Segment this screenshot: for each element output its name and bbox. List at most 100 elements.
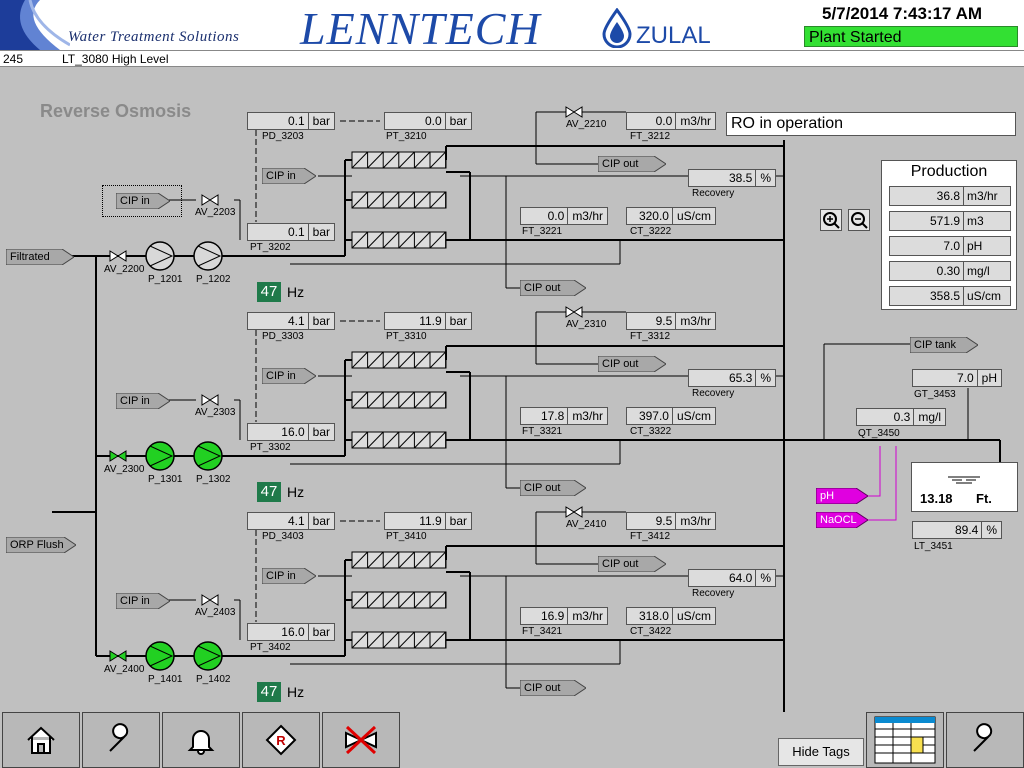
pump-icon[interactable] bbox=[193, 641, 223, 671]
valve-icon[interactable] bbox=[109, 650, 127, 662]
cip-out-label[interactable]: CIP out bbox=[598, 356, 666, 372]
pump-2-tag: P_1402 bbox=[196, 674, 231, 685]
cip-out-permeate-label[interactable]: CIP out bbox=[520, 480, 586, 496]
cip-in-suction-label[interactable]: CIP in bbox=[116, 193, 170, 209]
recovery-tag: Recovery bbox=[692, 188, 735, 199]
product-tank[interactable]: 13.18 Ft. bbox=[911, 462, 1018, 512]
ft-reject-tag: FT_3312 bbox=[630, 331, 671, 342]
maintenance-button[interactable] bbox=[946, 712, 1024, 768]
train-3-piping bbox=[96, 506, 784, 689]
cip-out-permeate-label[interactable]: CIP out bbox=[520, 280, 586, 296]
orp-flush-label: ORP Flush bbox=[6, 537, 76, 553]
valve-feed-tag: AV_2300 bbox=[104, 464, 145, 475]
partner-logo-text: ZULAL bbox=[636, 22, 711, 49]
vfd-frequency-value: 47 bbox=[257, 682, 281, 702]
home-button[interactable] bbox=[2, 712, 80, 768]
conductivity-tag: CT_3322 bbox=[630, 426, 672, 437]
valve-icon[interactable] bbox=[109, 250, 127, 262]
valve-feed-tag: AV_2400 bbox=[104, 664, 145, 675]
gt-3453-tag: GT_3453 bbox=[914, 389, 956, 400]
lt-3451-field: 89.4% bbox=[912, 521, 1002, 539]
zoom-out-button[interactable] bbox=[848, 209, 870, 231]
tank-level-unit: Ft. bbox=[976, 491, 992, 506]
pump-2-tag: P_1302 bbox=[196, 474, 231, 485]
pump-icon[interactable] bbox=[145, 241, 175, 271]
zoom-in-button[interactable] bbox=[820, 209, 842, 231]
ph-dosing-label[interactable]: pH bbox=[816, 488, 868, 504]
valve-cip-tag: AV_2303 bbox=[195, 407, 236, 418]
pump-icon[interactable] bbox=[145, 441, 175, 471]
train-1-piping bbox=[96, 106, 784, 289]
cip-out-label[interactable]: CIP out bbox=[598, 556, 666, 572]
ft-permeate-tag: FT_3221 bbox=[522, 226, 563, 237]
zulal-logo-icon bbox=[602, 8, 632, 48]
naocl-dosing-label[interactable]: NaOCL bbox=[816, 512, 868, 528]
pump-icon[interactable] bbox=[193, 441, 223, 471]
pt-out-tag: PT_3410 bbox=[386, 531, 427, 542]
ft-permeate-tag: FT_3321 bbox=[522, 426, 563, 437]
recovery-field: 38.5% bbox=[688, 169, 776, 187]
cip-out-label[interactable]: CIP out bbox=[598, 156, 666, 172]
settings-button[interactable] bbox=[82, 712, 160, 768]
tank-level-value: 13.18 bbox=[920, 491, 953, 506]
ft-reject-tag: FT_3412 bbox=[630, 531, 671, 542]
recovery-tag: Recovery bbox=[692, 388, 735, 399]
process-piping bbox=[52, 106, 1001, 712]
pump-icon[interactable] bbox=[145, 641, 175, 671]
status-message: RO in operation bbox=[726, 112, 1016, 136]
reset-button[interactable]: R bbox=[242, 712, 320, 768]
alarms-button[interactable] bbox=[162, 712, 240, 768]
valve-icon[interactable] bbox=[109, 450, 127, 462]
company-tagline: Water Treatment Solutions bbox=[68, 29, 240, 45]
recovery-tag: Recovery bbox=[692, 588, 735, 599]
table-icon bbox=[874, 716, 936, 764]
valve-icon[interactable] bbox=[201, 194, 219, 206]
pump-icon[interactable] bbox=[193, 241, 223, 271]
recovery-field: 64.0% bbox=[688, 569, 776, 587]
valve-icon[interactable] bbox=[565, 506, 583, 518]
cip-in-label[interactable]: CIP in bbox=[262, 368, 316, 384]
cip-in-label[interactable]: CIP in bbox=[262, 568, 316, 584]
trend-table-button[interactable] bbox=[866, 712, 944, 768]
cip-in-suction-label[interactable]: CIP in bbox=[116, 393, 170, 409]
valve-icon[interactable] bbox=[201, 394, 219, 406]
conductivity-tag: CT_3222 bbox=[630, 226, 672, 237]
cip-in-suction-label[interactable]: CIP in bbox=[116, 593, 170, 609]
vfd-frequency-value: 47 bbox=[257, 282, 281, 302]
disable-equipment-button[interactable] bbox=[322, 712, 400, 768]
valve-icon[interactable] bbox=[201, 594, 219, 606]
company-logo-text: LENNTECH bbox=[300, 3, 541, 54]
cip-out-permeate-label[interactable]: CIP out bbox=[520, 680, 586, 696]
production-title: Production bbox=[910, 163, 988, 180]
svg-text:R: R bbox=[276, 733, 286, 748]
valve-reject-tag: AV_2410 bbox=[566, 519, 607, 530]
valve-cip-tag: AV_2403 bbox=[195, 607, 236, 618]
selection-frame bbox=[102, 185, 182, 217]
valve-icon[interactable] bbox=[565, 306, 583, 318]
page-title: Reverse Osmosis bbox=[40, 101, 192, 121]
cip-tank-label[interactable]: CIP tank bbox=[910, 337, 978, 353]
cip-in-label[interactable]: CIP in bbox=[262, 168, 316, 184]
vfd-frequency-value: 47 bbox=[257, 482, 281, 502]
pump-1-tag: P_1401 bbox=[148, 674, 183, 685]
valve-icon[interactable] bbox=[565, 106, 583, 118]
train-2-piping bbox=[96, 306, 784, 489]
alarm-banner[interactable]: 245 LT_3080 High Level bbox=[0, 50, 1024, 67]
wrench-icon bbox=[109, 723, 129, 752]
hide-tags-button[interactable]: Hide Tags bbox=[778, 738, 864, 766]
